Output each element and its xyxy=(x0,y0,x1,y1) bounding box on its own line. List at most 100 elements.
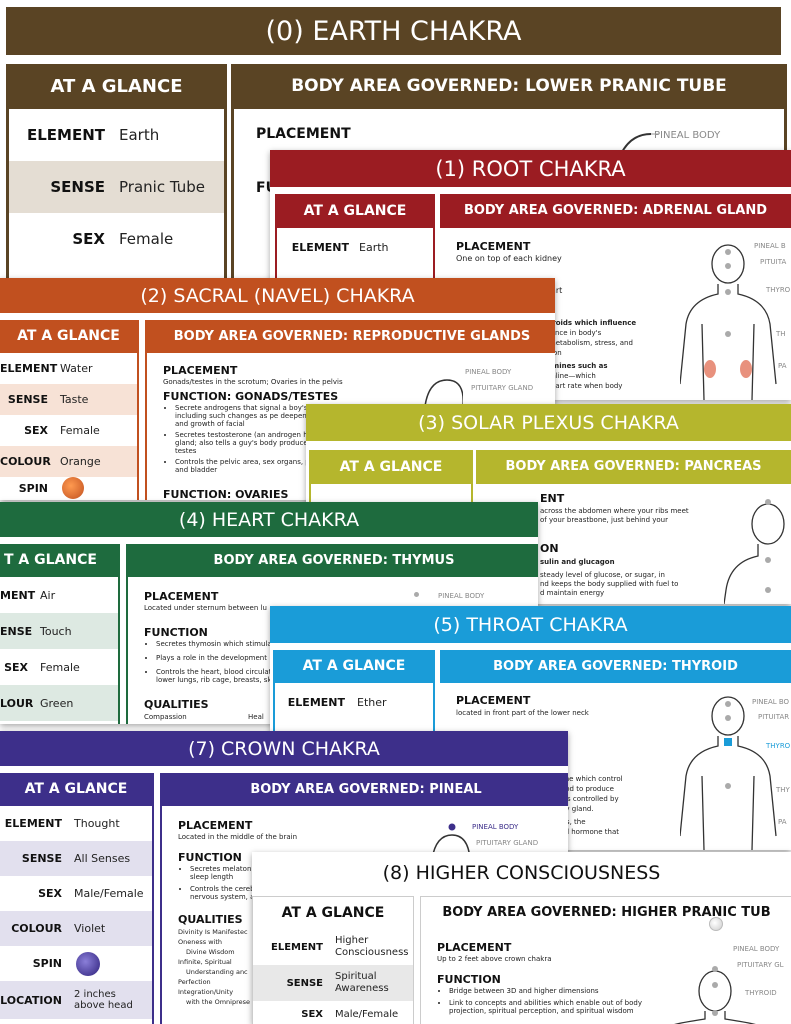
earth-glance-header: AT A GLANCE xyxy=(9,64,224,109)
crown-qualities-list: Divinity Is Manifestec Oneness with Divi… xyxy=(178,927,268,1007)
crown-quality-8: with the Omniprese xyxy=(186,998,251,1006)
higher-sense-key: SENSE xyxy=(286,977,323,989)
heart-element-value: Air xyxy=(40,588,56,602)
sacral-spin-icon xyxy=(62,477,84,499)
crown-qualities-heading: QUALITIES xyxy=(178,913,243,926)
crown-function-list: Secretes melatoni sleep length Controls … xyxy=(180,865,260,901)
throat-chakra-title: (5) THROAT CHAKRA xyxy=(270,606,791,643)
earth-chakra-title: (0) EARTH CHAKRA xyxy=(6,7,781,55)
heart-quality-left: Compassion xyxy=(144,713,187,721)
crown-bullet-2: Controls the cereb nervous system, a xyxy=(190,885,260,901)
earth-body-header: BODY AREA GOVERNED: LOWER PRANIC TUBE xyxy=(234,64,784,109)
higher-bullet-1: Bridge between 3D and higher dimensions xyxy=(449,987,659,995)
sacral-element-value: Water xyxy=(60,362,93,375)
root-body-figure xyxy=(680,244,777,400)
earth-sex-key: SEX xyxy=(72,230,105,248)
root-placement-text: One on top of each kidney xyxy=(456,254,562,263)
heart-sex-value: Female xyxy=(40,660,80,674)
higher-body-header: BODY AREA GOVERNED: HIGHER PRANIC TUB xyxy=(442,905,771,920)
higher-chakra-title: (8) HIGHER CONSCIOUSNESS xyxy=(252,852,791,892)
higher-glance-header: AT A GLANCE xyxy=(281,905,385,921)
heart-function-list: Secretes thymosin which stimula Plays a … xyxy=(146,640,286,684)
throat-label-thyroid: THYRO xyxy=(766,742,791,750)
higher-chakra-card: (8) HIGHER CONSCIOUSNESS AT A GLANCE ELE… xyxy=(252,852,791,1024)
crown-sense-key: SENSE xyxy=(21,852,62,865)
sacral-function-gonads: FUNCTION: GONADS/TESTES xyxy=(163,390,339,403)
solar-function-text-4: d maintain energy xyxy=(540,589,605,597)
root-body-header: BODY AREA GOVERNED: ADRENAL GLAND xyxy=(440,194,791,228)
sacral-chakra-title: (2) SACRAL (NAVEL) CHAKRA xyxy=(0,278,555,313)
crown-placement-text: Located in the middle of the brain xyxy=(178,833,298,841)
root-label-thymus: TH xyxy=(776,330,786,338)
crown-row-spin: SPIN xyxy=(0,946,152,981)
throat-element-value: Ether xyxy=(357,695,387,709)
crown-pineal-pointer xyxy=(431,823,471,860)
sacral-function-ovaries: FUNCTION: OVARIES xyxy=(163,488,289,500)
root-element-value: Earth xyxy=(359,240,389,254)
heart-placement-heading: PLACEMENT xyxy=(144,590,219,603)
heart-sex-key: SEX xyxy=(4,660,28,674)
throat-text-1: thyronine which control xyxy=(540,775,623,783)
throat-label-pancreas: PA xyxy=(778,818,787,826)
sacral-sense-value: Taste xyxy=(60,393,89,406)
heart-chakra-title: (4) HEART CHAKRA xyxy=(0,502,538,537)
sacral-bullet-1: Secrete androgens that signal a boy's pu… xyxy=(175,404,355,428)
solar-placement-text-1: across the abdomen where your ribs meet xyxy=(540,507,689,515)
solar-function-text-1: sulin and glucagon xyxy=(540,558,615,566)
heart-qualities-heading: QUALITIES xyxy=(144,698,209,711)
higher-bullet-2: Link to concepts and abilities which ena… xyxy=(449,999,659,1015)
heart-element-key: MENT xyxy=(0,588,36,602)
root-text-3: balance in body's xyxy=(540,329,602,337)
crown-sex-value: Male/Female xyxy=(74,887,144,900)
heart-quality-right: Heal xyxy=(248,713,264,721)
heart-function-heading: FUNCTION xyxy=(144,626,208,639)
crown-sex-key: SEX xyxy=(38,887,62,900)
crown-quality-4: Infinite, Spiritual xyxy=(178,958,232,966)
crown-location-key: LOCATION xyxy=(0,993,62,1007)
crown-function-heading: FUNCTION xyxy=(178,851,242,864)
throat-label-thymus: THY xyxy=(776,786,790,794)
higher-placement-text: Up to 2 feet above crown chakra xyxy=(437,955,552,963)
throat-body-figure xyxy=(680,696,777,850)
higher-function-list: Bridge between 3D and higher dimensions … xyxy=(439,987,659,1015)
crown-spin-icon xyxy=(76,951,100,976)
solar-body-header: BODY AREA GOVERNED: PANCREAS xyxy=(476,450,791,484)
crown-quality-1: Divinity Is Manifestec xyxy=(178,928,248,936)
sacral-body-header: BODY AREA GOVERNED: REPRODUCTIVE GLANDS xyxy=(147,320,555,353)
higher-placement-heading: PLACEMENT xyxy=(437,941,512,954)
solar-function-text-2: steady level of glucose, or sugar, in xyxy=(540,571,665,579)
crown-bullet-1: Secretes melatoni sleep length xyxy=(190,865,260,881)
throat-glance-header: AT A GLANCE xyxy=(275,650,433,683)
higher-label-pituitary: PITUITARY GL xyxy=(737,961,784,969)
heart-bullet-1: Secretes thymosin which stimula xyxy=(156,640,286,648)
higher-body-figure xyxy=(674,966,756,1024)
sacral-placement-text: Gonads/testes in the scrotum; Ovaries in… xyxy=(163,378,343,386)
earth-element-key: ELEMENT xyxy=(26,126,105,144)
root-placement-heading: PLACEMENT xyxy=(456,240,531,253)
crown-location-value: 2 inches above head xyxy=(74,989,133,1011)
solar-placement-text-2: of your breastbone, just behind your xyxy=(540,516,668,524)
earth-sense-value: Pranic Tube xyxy=(119,178,205,196)
crown-placement-heading: PLACEMENT xyxy=(178,819,253,832)
crown-row-location: LOCATION 2 inches above head xyxy=(0,981,152,1019)
sacral-glance-header: AT A GLANCE xyxy=(0,320,137,353)
root-text-2: steroids which influence xyxy=(540,319,637,327)
root-label-pineal: PINEAL B xyxy=(754,242,786,250)
sacral-function-list: Secrete androgens that signal a boy's pu… xyxy=(165,404,355,474)
crown-label-pineal: PINEAL BODY xyxy=(472,823,519,831)
sacral-bullet-2: Secretes testosterone (an androgen ho pi… xyxy=(175,431,355,455)
heart-sense-key: ENSE xyxy=(0,624,33,638)
solar-body-figure xyxy=(724,499,785,604)
crown-quality-6: Perfection xyxy=(178,978,211,986)
sacral-row-spin: SPIN xyxy=(0,477,137,499)
crown-quality-3: Divine Wisdom xyxy=(186,948,235,956)
root-element-key: ELEMENT xyxy=(291,240,349,254)
